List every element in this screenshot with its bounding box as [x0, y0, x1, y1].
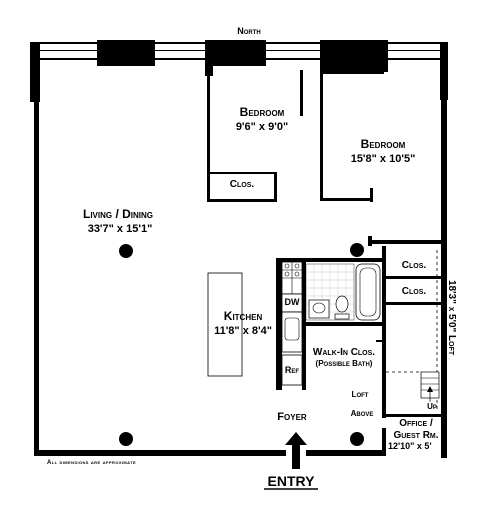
refrigerator-label: Ref — [284, 365, 300, 375]
dimensions-disclaimer: All dimensions are approximate — [47, 460, 137, 466]
core-walls — [276, 236, 444, 418]
hall-closet2-label: Clos. — [401, 286, 427, 297]
bedroom2-dims: 15'8" x 10'5" — [350, 153, 416, 165]
loft-above-label-2: Above — [350, 409, 374, 418]
loft-dims-label: 18'3" x 5'0" Loft — [446, 280, 457, 356]
office-label-2: Guest Rm. — [393, 430, 439, 441]
outer-walls — [34, 62, 447, 458]
bedroom2-label: Bedroom — [360, 137, 406, 151]
office-label-1: Office / — [399, 418, 433, 429]
kitchen-label: Kitchen — [223, 309, 263, 323]
walk-in-closet-label: Walk-In Clos. — [312, 347, 376, 358]
north-label: North — [237, 26, 261, 36]
bedroom1-dims: 9'6" x 9'0" — [235, 121, 289, 133]
bathroom — [305, 263, 381, 321]
kitchen-dims: 11'8" x 8'4" — [214, 325, 272, 337]
hall-closet1-label: Clos. — [401, 260, 427, 271]
bedroom1-walls — [207, 70, 303, 202]
window-piers — [97, 40, 388, 76]
loft-above-label-1: Loft — [351, 390, 369, 399]
possible-bath-label: (Possible Bath) — [315, 359, 373, 368]
columns — [119, 243, 364, 446]
dishwasher-label: DW — [284, 297, 300, 307]
entry-label: ENTRY — [267, 473, 315, 489]
bedroom1-label: Bedroom — [239, 105, 285, 119]
entry-arrow-icon — [285, 432, 307, 469]
foyer-label: Foyer — [277, 411, 307, 423]
stairs-up-label: Up — [427, 402, 437, 411]
kitchen-counter — [281, 261, 303, 386]
office-walls — [382, 428, 386, 456]
office-dims: 12'10" x 5' — [388, 441, 432, 451]
bedroom2-walls — [320, 70, 373, 202]
stairs — [420, 371, 440, 402]
living-dining-dims: 33'7" x 15'1" — [87, 223, 153, 235]
living-dining-label: Living / Dining — [82, 207, 154, 221]
kitchen-island — [207, 272, 243, 377]
bedroom1-closet-label: Clos. — [229, 179, 255, 190]
